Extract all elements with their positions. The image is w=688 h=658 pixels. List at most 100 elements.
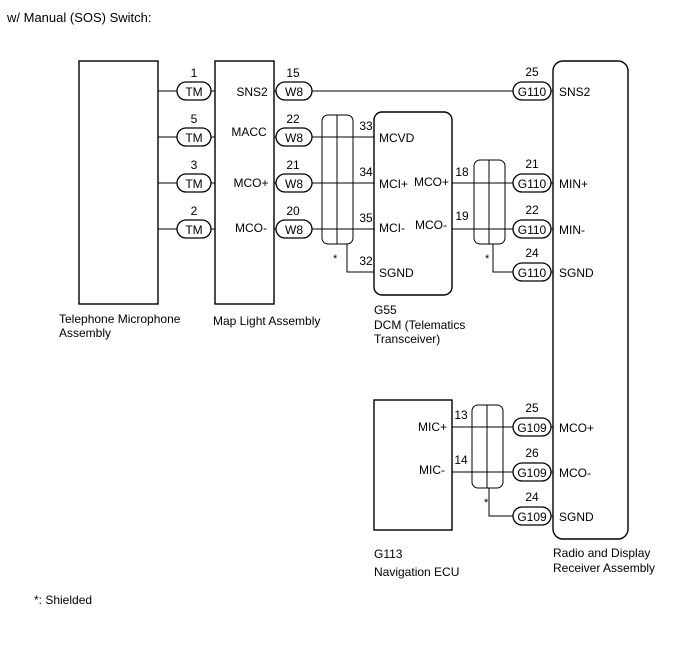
navigation-ecu-label: G113 Navigation ECU	[374, 547, 459, 579]
radio-pin-4: 24 G110 SGND	[512, 246, 594, 282]
map-light-pin-2: MACC 22 W8	[231, 112, 313, 147]
radio-terminal: SGND	[559, 266, 594, 280]
radio-connector-label: G110	[518, 177, 547, 191]
dcm-pin-number: 19	[455, 209, 469, 223]
radio-terminal: MIN-	[559, 223, 585, 237]
terminal-label: SNS2	[236, 85, 268, 99]
svg-text:G113: G113	[374, 547, 403, 561]
tm-connector-2: 5 TM	[176, 112, 212, 147]
dcm-left-pins: 33 MCVD 34 MCI+ 35 MCI- 32 SGND	[359, 119, 414, 280]
svg-text:Navigation ECU: Navigation ECU	[374, 565, 459, 579]
tm-connector-4: 2 TM	[176, 204, 212, 239]
radio-pin-number: 22	[525, 203, 539, 217]
radio-pin-2: 21 G110 MIN+	[512, 157, 588, 193]
svg-text:Transceiver): Transceiver)	[374, 332, 440, 346]
shield-nav-radio	[471, 404, 504, 489]
dcm-terminal: MCI+	[379, 177, 408, 191]
radio-pin-1: 25 G110 SNS2	[512, 65, 591, 101]
tm-connector-label: TM	[185, 85, 202, 99]
radio-terminal: MCO+	[559, 421, 594, 435]
nav-ecu-pins: MIC+ 13 MIC- 14	[418, 408, 468, 477]
radio-pin-3: 22 G110 MIN-	[512, 203, 585, 239]
map-light-pin-3: MCO+ 21 W8	[233, 158, 313, 193]
dcm-pin-number: 32	[359, 254, 373, 268]
radio-pin-6: 26 G109 MCO-	[512, 446, 591, 482]
radio-pin-number: 24	[525, 490, 539, 504]
map-light-pin-1: SNS2 15 W8	[236, 66, 313, 101]
svg-text:G55: G55	[374, 303, 397, 317]
radio-pin-number: 25	[525, 401, 539, 415]
svg-text:Map Light Assembly: Map Light Assembly	[213, 314, 320, 328]
w8-pin-number: 15	[286, 66, 300, 80]
radio-connector-label: G109	[517, 421, 547, 435]
w8-connector-label: W8	[285, 223, 303, 237]
radio-terminal: SNS2	[559, 85, 591, 99]
dcm-terminal: MCO-	[415, 218, 447, 232]
map-light-label: Map Light Assembly	[213, 314, 320, 328]
nav-terminal: MIC-	[419, 463, 445, 477]
tm-pin-number: 2	[191, 204, 198, 218]
tm-pin-number: 1	[191, 66, 198, 80]
svg-text:Receiver Assembly: Receiver Assembly	[553, 561, 655, 575]
radio-pin-number: 21	[525, 157, 539, 171]
shielded-footnote: *: Shielded	[34, 593, 92, 607]
dcm-right-pins: MCO+ 18 MCO- 19	[414, 165, 469, 232]
dcm-terminal: MCVD	[379, 131, 415, 145]
dcm-terminal: SGND	[379, 266, 414, 280]
w8-connector-label: W8	[285, 177, 303, 191]
shield-dcm-radio	[473, 159, 506, 245]
terminal-label: MACC	[231, 125, 267, 139]
terminal-label: MCO+	[233, 176, 268, 190]
navigation-ecu-box	[373, 399, 453, 531]
radio-connector-label: G110	[518, 266, 547, 280]
radio-display-label: Radio and Display Receiver Assembly	[553, 546, 655, 575]
telephone-microphone-box	[78, 60, 159, 305]
w8-pin-number: 22	[286, 112, 300, 126]
w8-pin-number: 20	[286, 204, 300, 218]
tm-connector-1: 1 TM	[176, 66, 212, 101]
radio-connector-label: G110	[518, 223, 547, 237]
radio-terminal: MIN+	[559, 177, 588, 191]
radio-terminal: MCO-	[559, 466, 591, 480]
shield-mark-1: *	[333, 253, 338, 265]
svg-text:DCM (Telematics: DCM (Telematics	[374, 318, 465, 332]
w8-connector-label: W8	[285, 85, 303, 99]
svg-text:Telephone Microphone: Telephone Microphone	[59, 312, 181, 326]
dcm-terminal: MCI-	[379, 221, 405, 235]
wires	[158, 90, 553, 517]
nav-pin-number: 13	[454, 408, 468, 422]
radio-display-box	[552, 60, 629, 540]
radio-connector-label: G109	[517, 510, 547, 524]
dcm-pin-number: 33	[359, 119, 373, 133]
tm-connector-label: TM	[185, 177, 202, 191]
radio-connector-label: G110	[518, 85, 547, 99]
shield-map-light-dcm	[321, 114, 354, 245]
w8-pin-number: 21	[286, 158, 300, 172]
nav-pin-number: 14	[454, 453, 468, 467]
svg-text:Radio and Display: Radio and Display	[553, 546, 650, 560]
map-light-box	[214, 60, 275, 305]
tm-pin-number: 3	[191, 158, 198, 172]
telephone-microphone-label: Telephone Microphone Assembly	[59, 312, 181, 340]
tm-connector-label: TM	[185, 223, 202, 237]
dcm-label: G55 DCM (Telematics Transceiver)	[374, 303, 465, 346]
radio-terminal: SGND	[559, 510, 594, 524]
w8-connector-label: W8	[285, 131, 303, 145]
radio-pin-5: 25 G109 MCO+	[512, 401, 594, 437]
radio-connector-label: G109	[517, 466, 547, 480]
map-light-pin-4: MCO- 20 W8	[235, 204, 313, 239]
dcm-pin-number: 35	[359, 211, 373, 225]
terminal-label: MCO-	[235, 221, 267, 235]
dcm-pin-number: 34	[359, 165, 373, 179]
dcm-terminal: MCO+	[414, 175, 449, 189]
radio-pin-number: 25	[525, 65, 539, 79]
shield-mark-2: *	[485, 253, 490, 265]
diagram-title: w/ Manual (SOS) Switch:	[6, 10, 152, 25]
shield-mark-3: *	[484, 497, 489, 509]
nav-terminal: MIC+	[418, 420, 447, 434]
radio-pin-number: 26	[525, 446, 539, 460]
tm-connector-3: 3 TM	[176, 158, 212, 193]
radio-pin-7: 24 G109 SGND	[512, 490, 594, 526]
dcm-box	[373, 111, 453, 296]
